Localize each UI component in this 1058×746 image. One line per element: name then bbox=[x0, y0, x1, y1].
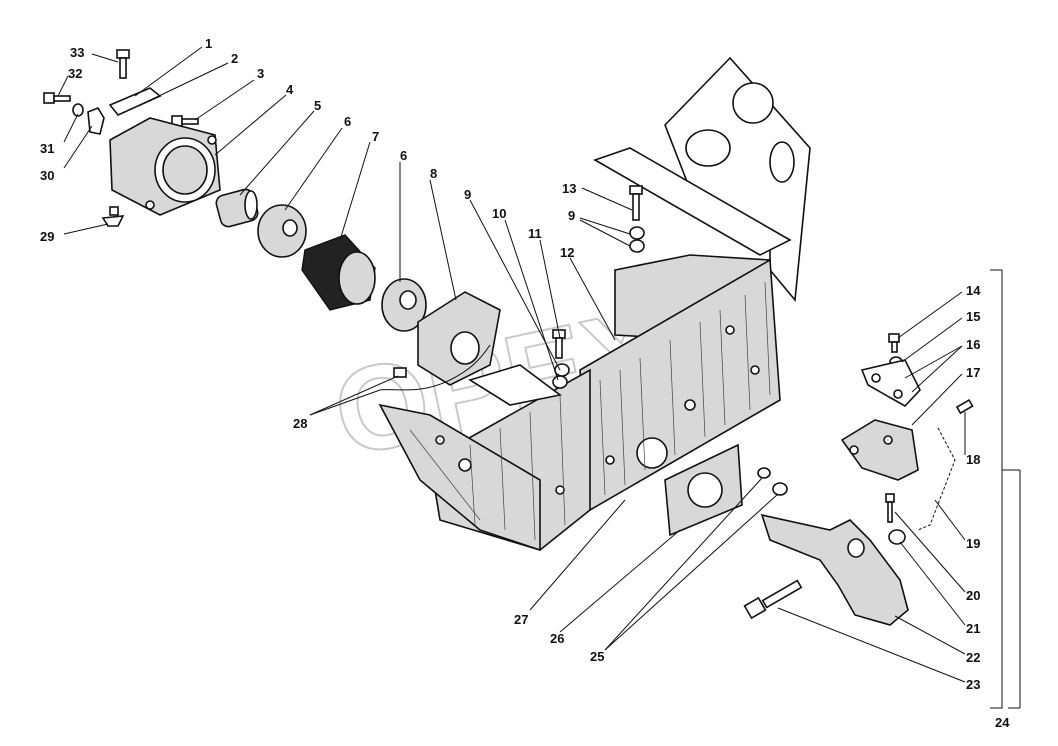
bearing-5 bbox=[215, 188, 259, 228]
callout-28: 28 bbox=[293, 416, 307, 431]
chain-19 bbox=[917, 427, 956, 531]
bolt-33 bbox=[116, 49, 130, 79]
callout-19: 19 bbox=[966, 536, 980, 551]
plate-2 bbox=[108, 87, 162, 116]
nuts-9b bbox=[629, 226, 645, 253]
callout-14: 14 bbox=[966, 283, 981, 298]
callout-15: 15 bbox=[966, 309, 980, 324]
callout-labels: 1 2 3 4 5 6 7 6 8 9 10 11 12 13 9 14 15 … bbox=[40, 36, 1010, 730]
callout-5: 5 bbox=[314, 98, 321, 113]
leader-lines bbox=[57, 46, 966, 683]
bolt-13 bbox=[629, 185, 643, 221]
callout-9b: 9 bbox=[568, 208, 575, 223]
fitting-28 bbox=[379, 344, 491, 391]
assembly-bracket-24 bbox=[990, 269, 1021, 709]
callout-7: 7 bbox=[372, 129, 379, 144]
flange-housing-4 bbox=[109, 117, 221, 216]
callout-23: 23 bbox=[966, 677, 980, 692]
valve-29 bbox=[101, 206, 125, 227]
callout-21: 21 bbox=[966, 621, 980, 636]
gear-7 bbox=[301, 234, 376, 311]
callout-12: 12 bbox=[560, 245, 574, 260]
pin-18 bbox=[955, 398, 974, 415]
gear-ring-6a bbox=[257, 204, 307, 258]
callout-6a: 6 bbox=[344, 114, 351, 129]
callout-32: 32 bbox=[68, 66, 82, 81]
bolt-23 bbox=[743, 579, 803, 620]
callout-13: 13 bbox=[562, 181, 576, 196]
bolt-32 bbox=[43, 92, 71, 104]
callout-27: 27 bbox=[514, 612, 528, 627]
callout-26: 26 bbox=[550, 631, 564, 646]
callout-8: 8 bbox=[430, 166, 437, 181]
callout-10: 10 bbox=[492, 206, 506, 221]
callout-31: 31 bbox=[40, 141, 54, 156]
washer-31 bbox=[72, 103, 84, 117]
callout-6b: 6 bbox=[400, 148, 407, 163]
callout-33: 33 bbox=[70, 45, 84, 60]
callout-22: 22 bbox=[966, 650, 980, 665]
bolt-20 bbox=[885, 493, 895, 523]
gear-ring-6b bbox=[381, 278, 427, 332]
callout-11: 11 bbox=[528, 226, 542, 241]
callout-9a: 9 bbox=[464, 187, 471, 202]
callout-4: 4 bbox=[286, 82, 294, 97]
callout-18: 18 bbox=[966, 452, 980, 467]
latch-16 bbox=[860, 359, 921, 408]
bracket-17 bbox=[840, 419, 919, 481]
callout-2: 2 bbox=[231, 51, 238, 66]
clip-30 bbox=[87, 107, 105, 135]
gasket-26 bbox=[664, 443, 743, 537]
callout-24: 24 bbox=[995, 715, 1010, 730]
callout-3: 3 bbox=[257, 66, 264, 81]
callout-25: 25 bbox=[590, 649, 604, 664]
callout-1: 1 bbox=[205, 36, 212, 51]
bolt-14 bbox=[888, 333, 900, 353]
callout-17: 17 bbox=[966, 365, 980, 380]
callout-20: 20 bbox=[966, 588, 980, 603]
nut-21 bbox=[888, 529, 906, 545]
callout-30: 30 bbox=[40, 168, 54, 183]
housing-texture bbox=[409, 281, 771, 541]
nuts-25 bbox=[757, 467, 788, 496]
main-frame-housing bbox=[378, 147, 792, 552]
cover-8 bbox=[417, 291, 501, 386]
callout-29: 29 bbox=[40, 229, 54, 244]
hitch-22 bbox=[760, 513, 909, 626]
callout-16: 16 bbox=[966, 337, 980, 352]
